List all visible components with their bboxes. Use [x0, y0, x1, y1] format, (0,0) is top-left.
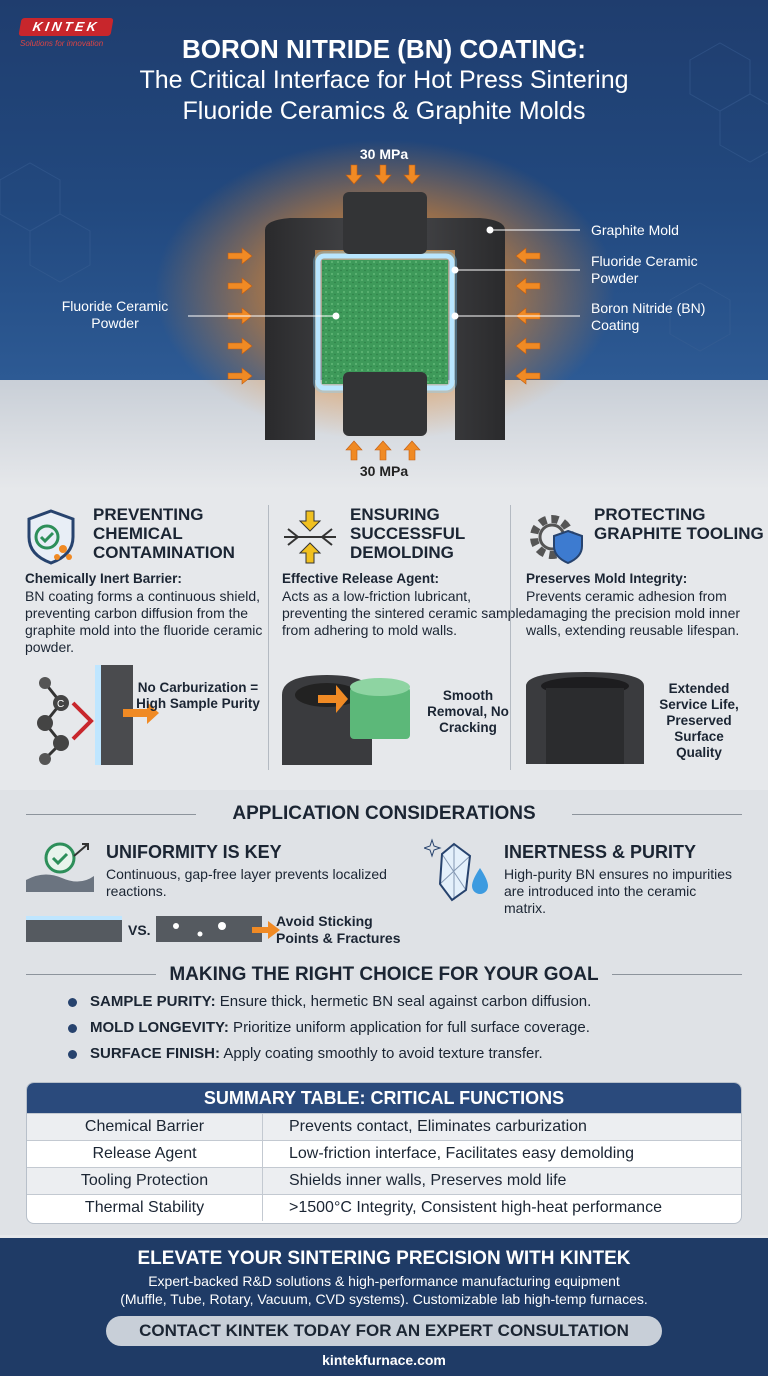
avoid-label: Avoid Sticking Points & Fractures: [276, 913, 401, 946]
bullet-dot-icon: [68, 1024, 77, 1033]
column-title: ENSURING SUCCESSFUL DEMOLDING: [350, 505, 465, 562]
table-cell-function: Release Agent: [27, 1141, 263, 1167]
column-caption: Smooth Removal, No Cracking: [427, 688, 509, 735]
divider-line: [612, 974, 742, 975]
page-subtitle-line1: The Critical Interface for Hot Press Sin…: [139, 66, 629, 94]
page-subtitle-line2: Fluoride Ceramics & Graphite Molds: [182, 97, 586, 125]
graphite-mold: [265, 218, 505, 440]
label-graphite-mold: Graphite Mold: [591, 222, 679, 238]
column-divider: [510, 505, 511, 770]
divider-line: [26, 974, 156, 975]
inertness-title: INERTNESS & PURITY: [504, 842, 697, 862]
column-body: BN coating forms a continuous shield, pr…: [25, 588, 263, 655]
contact-cta-button[interactable]: CONTACT KINTEK TODAY FOR AN EXPERT CONSU…: [106, 1316, 662, 1346]
lower-punch: [343, 372, 427, 436]
table-cell-function: Tooling Protection: [27, 1168, 263, 1194]
table-row: Release Agent Low-friction interface, Fac…: [27, 1140, 741, 1167]
page-title: BORON NITRIDE (BN) COATING:: [182, 34, 586, 64]
column-subtitle: Effective Release Agent:: [282, 571, 440, 586]
vs-label: VS.: [128, 922, 151, 938]
column-caption: No Carburization = High Sample Purity: [136, 680, 260, 711]
column-caption: Extended Service Life, Preserved Surface…: [659, 681, 739, 760]
application-heading: APPLICATION CONSIDERATIONS: [232, 803, 536, 824]
column-body: Prevents ceramic adhesion from damaging …: [526, 588, 741, 638]
column-tooling: PROTECTING GRAPHITE TOOLING Preserves Mo…: [526, 505, 768, 775]
goals-heading: MAKING THE RIGHT CHOICE FOR YOUR GOAL: [169, 964, 599, 985]
inertness-body: High-purity BN ensures no impurities are…: [504, 866, 732, 916]
gear-shield-icon: [530, 515, 583, 565]
table-cell-function: Chemical Barrier: [27, 1114, 263, 1140]
footer-body: Expert-backed R&D solutions & high-perfo…: [0, 1272, 768, 1308]
footer-body-line1: Expert-backed R&D solutions & high-perfo…: [148, 1273, 620, 1289]
pressure-label-top: 30 MPa: [359, 146, 409, 162]
website-link[interactable]: kintekfurnace.com: [322, 1352, 446, 1368]
table-cell-detail: Prevents contact, Eliminates carburizati…: [289, 1118, 587, 1135]
table-row: Tooling Protection Shields inner walls, P…: [27, 1167, 741, 1194]
column-demolding: ENSURING SUCCESSFUL DEMOLDING Effective …: [282, 505, 532, 775]
goal-item: SAMPLE PURITY: Ensure thick, hermetic BN…: [68, 993, 591, 1010]
bullet-dot-icon: [68, 998, 77, 1007]
mold-tube-illustration: [526, 672, 644, 764]
goal-item: SURFACE FINISH: Apply coating smoothly t…: [68, 1045, 543, 1062]
column-contamination: PREVENTING CHEMICAL CONTAMINATION Chemic…: [25, 505, 275, 775]
table-cell-detail: Shields inner walls, Preserves mold life: [289, 1172, 567, 1189]
pressure-label-bottom: 30 MPa: [359, 463, 409, 479]
uniformity-body: Continuous, gap-free layer prevents loca…: [106, 866, 387, 899]
footer-headline: ELEVATE YOUR SINTERING PRECISION WITH KI…: [137, 1248, 631, 1269]
footer-body-line2: (Muffle, Tube, Rotary, Vacuum, CVD syste…: [120, 1291, 648, 1307]
column-title: PROTECTING GRAPHITE TOOLING: [594, 505, 764, 543]
carbon-atom-label: C: [57, 699, 64, 710]
upper-punch: [343, 192, 427, 254]
hexagon-pattern: [0, 42, 768, 352]
summary-table-heading: SUMMARY TABLE: CRITICAL FUNCTIONS: [27, 1083, 741, 1113]
column-subtitle: Preserves Mold Integrity:: [526, 571, 688, 586]
shield-molecule-icon: [27, 509, 75, 565]
logo-tagline: Solutions for innovation: [20, 39, 104, 48]
column-title: PREVENTING CHEMICAL CONTAMINATION: [93, 505, 235, 562]
label-fluoride-powder-left: Fluoride Ceramic Powder: [61, 298, 169, 331]
summary-table-body: Chemical Barrier Prevents contact, Elimin…: [27, 1113, 741, 1221]
crystal-droplet-icon: [424, 838, 488, 902]
table-cell-function: Thermal Stability: [27, 1195, 263, 1221]
column-subtitle: Chemically Inert Barrier:: [25, 571, 182, 586]
footer: ELEVATE YOUR SINTERING PRECISION WITH KI…: [0, 1238, 768, 1376]
goal-item: MOLD LONGEVITY: Prioritize uniform appli…: [68, 1019, 590, 1036]
coating-comparison: [26, 916, 280, 942]
column-divider: [268, 505, 269, 770]
divider-line: [572, 814, 742, 815]
label-fluoride-powder-right: Fluoride Ceramic Powder: [591, 253, 698, 286]
divider-line: [26, 814, 196, 815]
bullet-dot-icon: [68, 1050, 77, 1059]
label-bn-coating: Boron Nitride (BN) Coating: [591, 300, 706, 333]
table-row: Thermal Stability >1500°C Integrity, Cons…: [27, 1194, 741, 1221]
compress-arrows-icon: [284, 510, 336, 564]
column-body: Acts as a low-friction lubricant, preven…: [282, 588, 527, 638]
uniform-layer-icon: [26, 842, 94, 892]
uniformity-title: UNIFORMITY IS KEY: [106, 842, 282, 862]
table-cell-detail: >1500°C Integrity, Consistent high-heat …: [289, 1199, 662, 1216]
hot-press-diagram: [155, 140, 615, 461]
pressure-arrows-top: [345, 164, 421, 185]
pressure-arrows-bottom: [345, 440, 421, 461]
table-row: Chemical Barrier Prevents contact, Elimin…: [27, 1113, 741, 1140]
carbon-barrier-illustration: C: [37, 665, 159, 765]
summary-table: SUMMARY TABLE: CRITICAL FUNCTIONS Chemic…: [26, 1082, 742, 1224]
table-cell-detail: Low-friction interface, Facilitates easy…: [289, 1145, 635, 1162]
fluoride-powder: [322, 260, 448, 384]
demolding-illustration: [282, 675, 410, 765]
